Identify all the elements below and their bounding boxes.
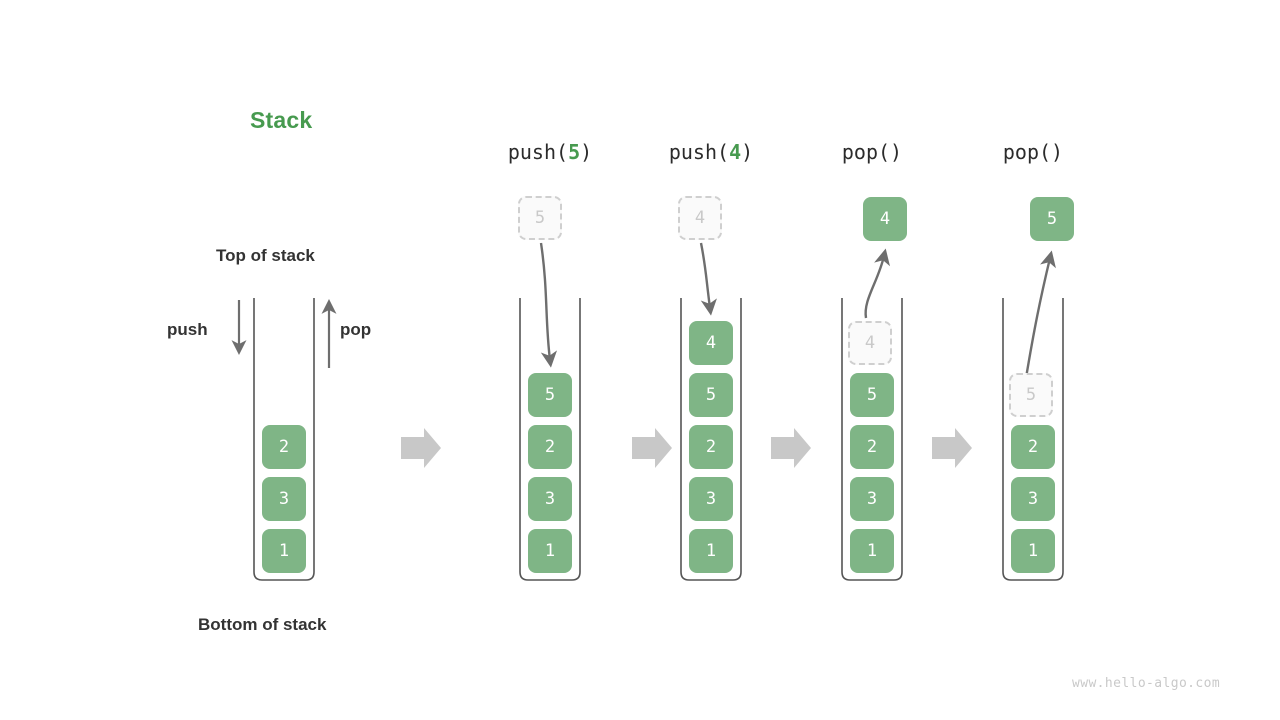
stack-cell: 1 — [689, 529, 733, 573]
op-name-push4: push — [668, 140, 718, 164]
top-of-stack-label: Top of stack — [216, 246, 315, 265]
stack-container-pop5 — [1002, 298, 1064, 581]
stack-containers — [253, 298, 1064, 581]
operation-label-push5: push(5) — [507, 140, 593, 164]
stack-cell: 2 — [528, 425, 572, 469]
flow-arrows — [401, 428, 972, 468]
op-name-pop4: pop — [841, 140, 879, 164]
stack-container-push5 — [519, 298, 581, 581]
bottom-of-stack-label: Bottom of stack — [198, 615, 327, 634]
flow-arrow-3 — [771, 428, 811, 468]
push-pop-annotation-arrows — [231, 298, 337, 368]
watermark: www.hello-algo.com — [1072, 676, 1221, 691]
stack-cell: 5 — [850, 373, 894, 417]
stack-cell: 2 — [689, 425, 733, 469]
op-arg-push5: 5 — [568, 140, 581, 164]
flow-arrow-4 — [932, 428, 972, 468]
flow-arrow-2 — [632, 428, 672, 468]
stack-cell: 3 — [850, 477, 894, 521]
ghost-cell-removed: 5 — [1009, 373, 1053, 417]
motion-arrows — [539, 242, 1056, 379]
stack-cell: 2 — [850, 425, 894, 469]
stack-cell: 3 — [1011, 477, 1055, 521]
stack-cell: 3 — [528, 477, 572, 521]
pop-label: pop — [340, 320, 372, 339]
stack-cell: 4 — [689, 321, 733, 365]
operation-label-pop4: pop() — [841, 140, 903, 164]
ghost-cell-removed: 4 — [848, 321, 892, 365]
operation-label-push4: push(4) — [668, 140, 754, 164]
stack-container-pop4 — [841, 298, 903, 581]
op-name-pop5: pop — [1002, 140, 1040, 164]
operation-label-pop5: pop() — [1002, 140, 1064, 164]
flow-arrow-1 — [401, 428, 441, 468]
page-title: Stack — [250, 107, 313, 133]
stack-cell: 1 — [1011, 529, 1055, 573]
pop4-motion-arrow — [864, 248, 891, 319]
stack-container-push4 — [680, 298, 742, 581]
pop5-motion-arrow — [1024, 250, 1056, 379]
stack-cell: 5 — [689, 373, 733, 417]
stack-container-initial — [253, 298, 315, 581]
popped-cell: 4 — [863, 197, 907, 241]
stack-cell: 2 — [262, 425, 306, 469]
push5-motion-arrow — [539, 242, 558, 368]
stack-cell: 1 — [850, 529, 894, 573]
ghost-cell-incoming: 4 — [678, 196, 722, 240]
push4-motion-arrow — [699, 242, 717, 316]
op-name-push5: push — [507, 140, 557, 164]
push-label: push — [167, 320, 208, 339]
popped-cell: 5 — [1030, 197, 1074, 241]
stack-cell: 3 — [689, 477, 733, 521]
stack-cell: 1 — [262, 529, 306, 573]
stack-cell: 2 — [1011, 425, 1055, 469]
ghost-cell-incoming: 5 — [518, 196, 562, 240]
stack-cell: 5 — [528, 373, 572, 417]
op-arg-push4: 4 — [729, 140, 742, 164]
stack-cell: 1 — [528, 529, 572, 573]
stack-cell: 3 — [262, 477, 306, 521]
